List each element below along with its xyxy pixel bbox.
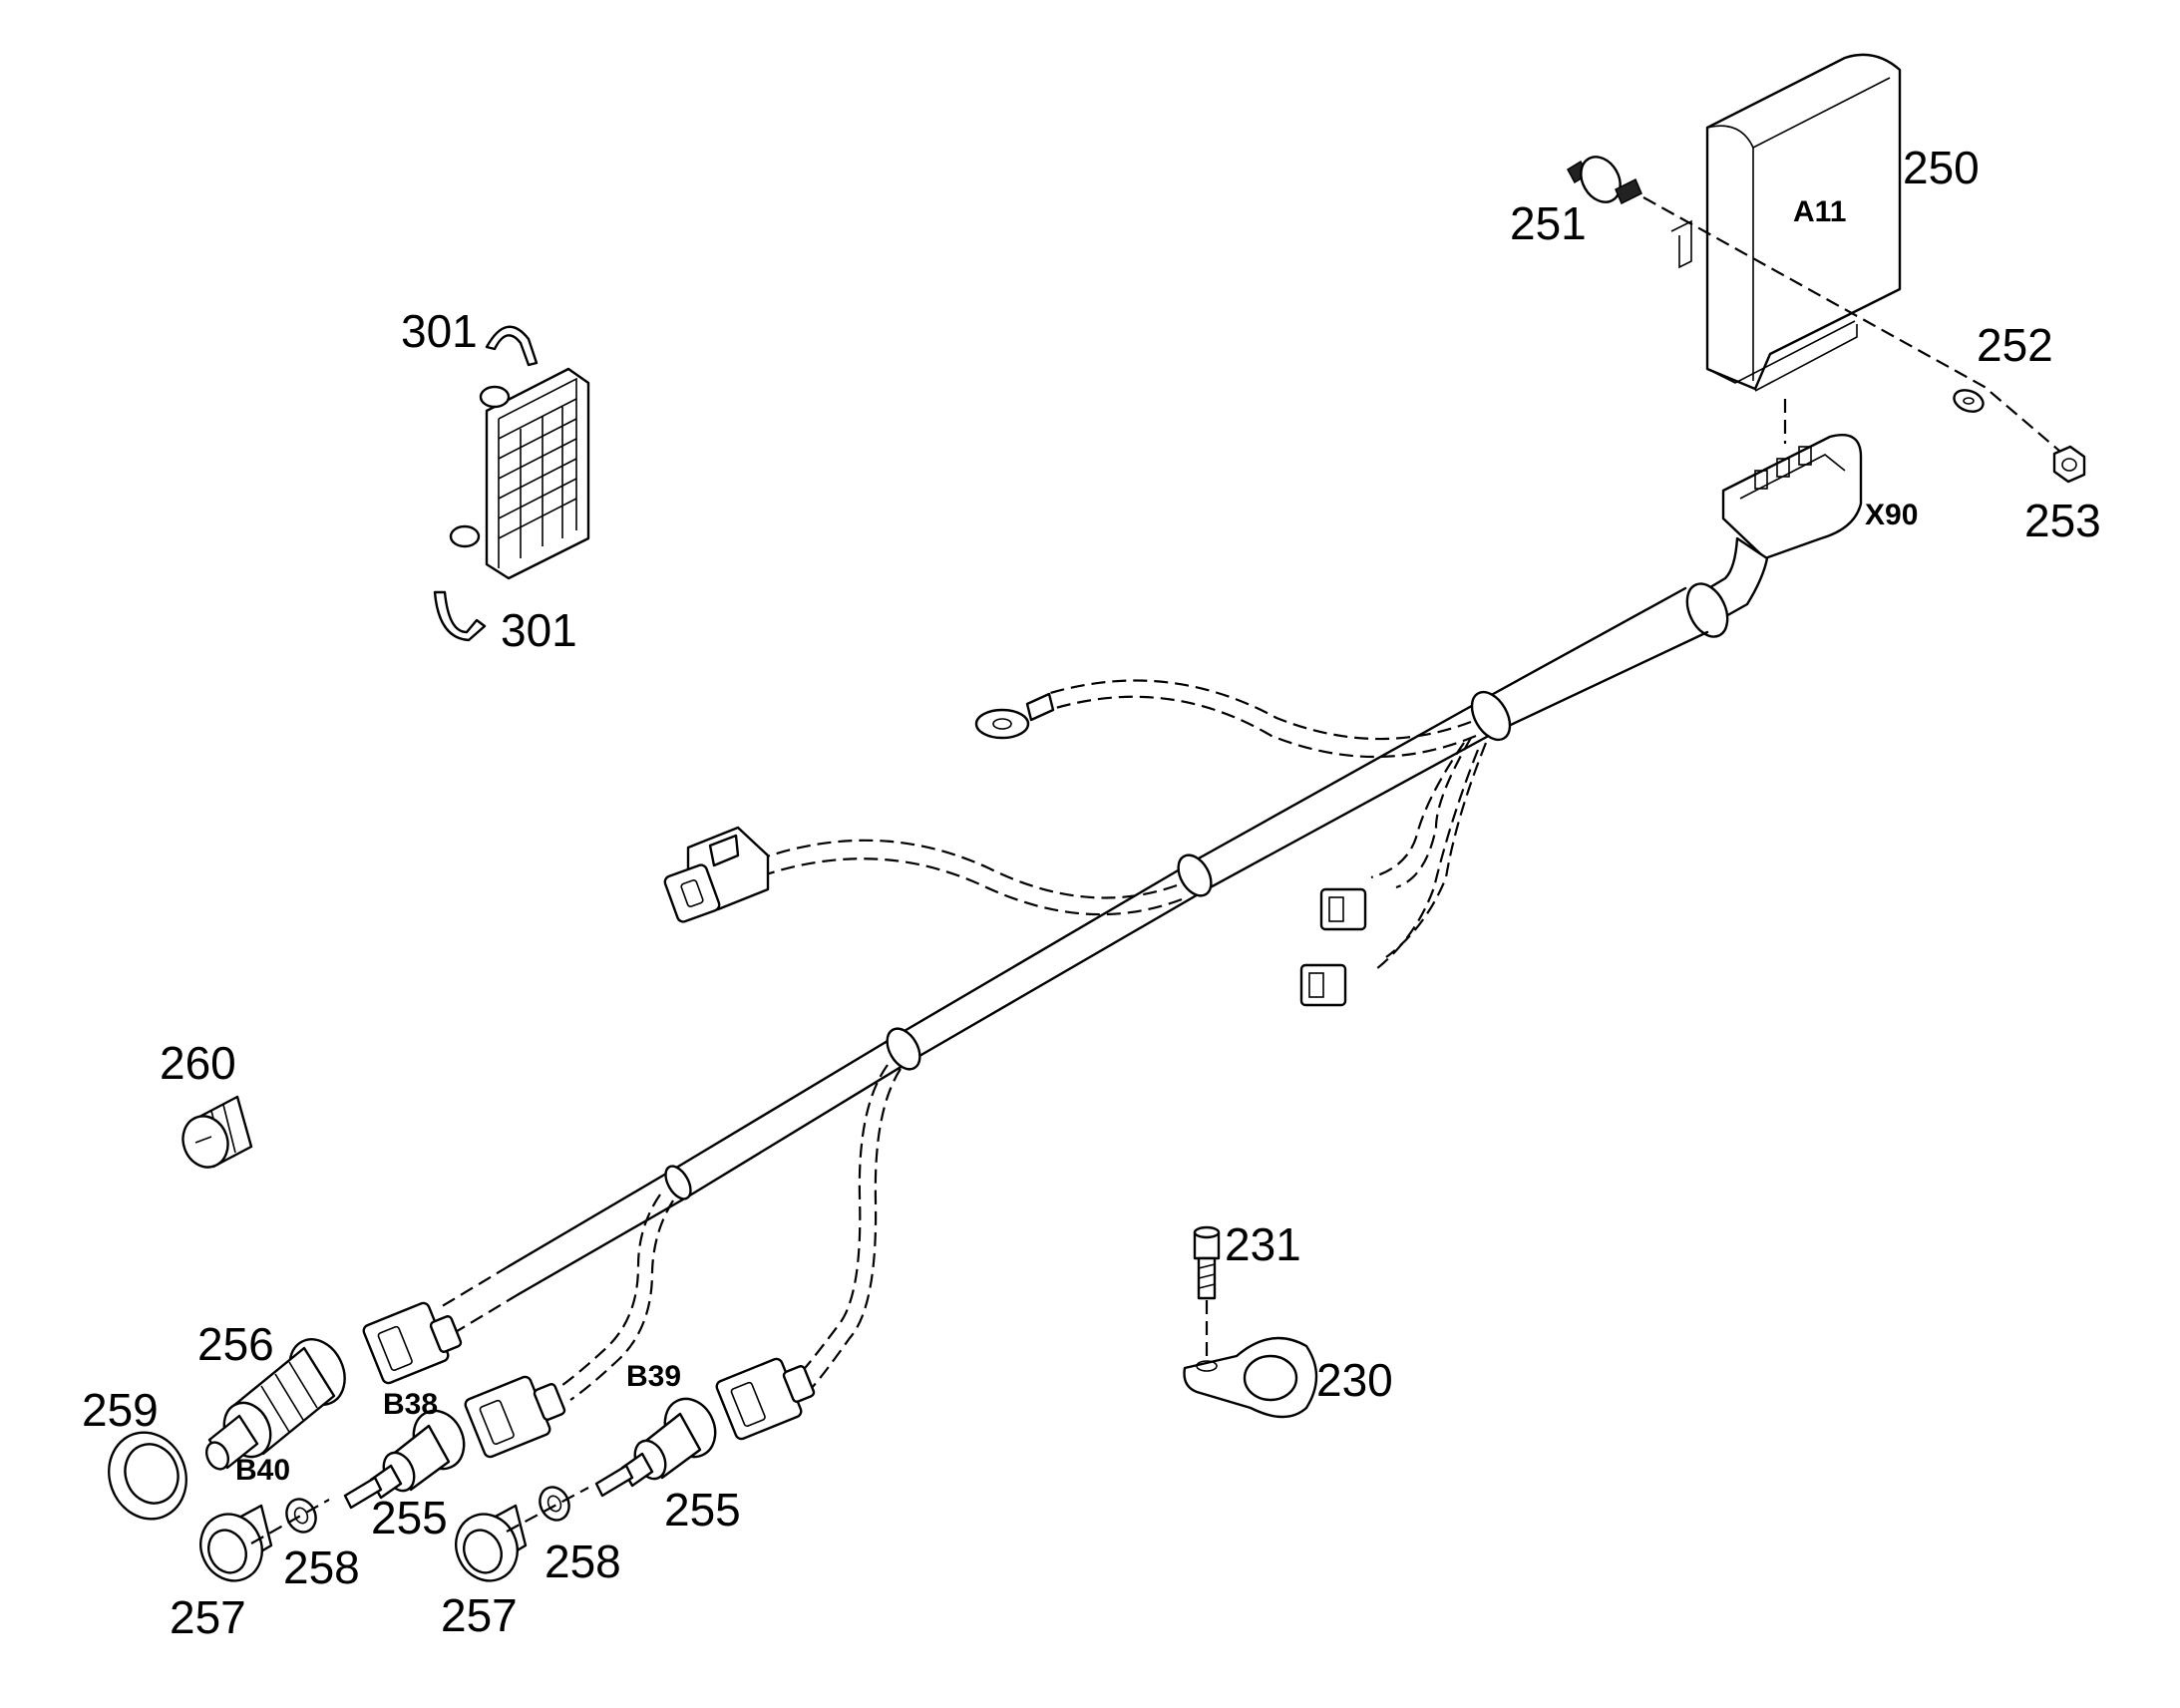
clamp-230	[1183, 1336, 1318, 1419]
callout-258-left: 258	[283, 1541, 360, 1593]
callout-301-bottom: 301	[501, 604, 577, 656]
plug-b39	[715, 1357, 816, 1441]
callout-259: 259	[82, 1384, 159, 1436]
washer-252	[1953, 389, 1985, 413]
connector-x90	[1685, 399, 1863, 638]
nut-253	[2052, 445, 2086, 484]
callout-256: 256	[197, 1318, 274, 1370]
callout-230: 230	[1316, 1354, 1393, 1406]
seal-ring-259	[108, 1431, 187, 1521]
callout-301-top: 301	[401, 305, 478, 357]
callout-260: 260	[160, 1037, 236, 1089]
rubber-mount-251	[1567, 156, 1692, 269]
code-b38: B38	[383, 1388, 438, 1421]
sensor-b39	[594, 1397, 717, 1498]
plug-b38	[464, 1375, 566, 1459]
code-a11: A11	[1793, 195, 1846, 228]
plug-b40	[362, 1301, 463, 1385]
callout-257-left: 257	[170, 1591, 246, 1643]
sensor-b38	[343, 1409, 466, 1510]
callout-231: 231	[1225, 1218, 1301, 1270]
callout-255-left: 255	[371, 1492, 448, 1543]
sensor-b40	[204, 1338, 346, 1471]
callout-251: 251	[1510, 197, 1587, 249]
callout-253: 253	[2024, 495, 2101, 546]
washer-258-left	[285, 1498, 317, 1534]
screw-231	[1193, 1225, 1221, 1358]
callout-258-right: 258	[545, 1536, 621, 1587]
code-x90: X90	[1865, 499, 1918, 531]
screw-plug-257-right	[455, 1504, 528, 1582]
callout-255-right: 255	[664, 1484, 741, 1536]
code-b40: B40	[235, 1454, 290, 1487]
clip-301-bottom	[433, 590, 487, 642]
screw-plug-257-left	[199, 1504, 273, 1582]
clip-301-top	[485, 325, 539, 367]
callout-252: 252	[1977, 319, 2053, 371]
callout-250: 250	[1903, 142, 1980, 193]
callout-257-right: 257	[441, 1589, 518, 1641]
plug-260	[182, 1095, 253, 1169]
washer-258-right	[539, 1486, 570, 1522]
control-unit-a11	[1705, 53, 1902, 392]
wiring-harness	[438, 586, 1709, 1401]
relay-box	[449, 367, 590, 580]
code-b39: B39	[626, 1360, 681, 1393]
